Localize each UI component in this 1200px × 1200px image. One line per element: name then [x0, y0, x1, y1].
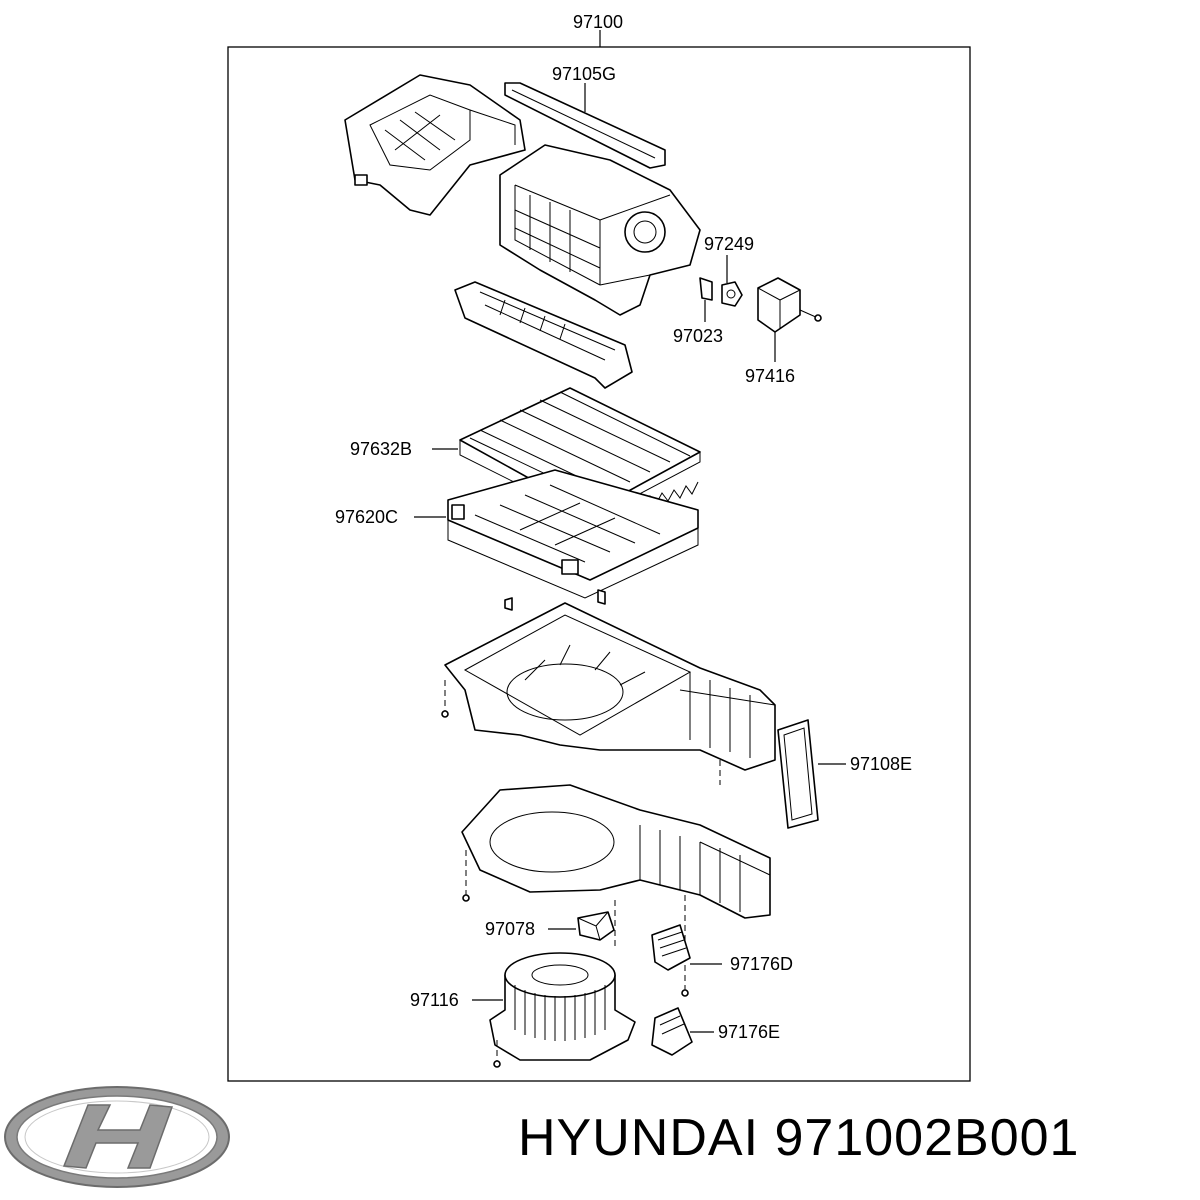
- actuator-part: [757, 277, 822, 333]
- seal-part: [777, 719, 819, 829]
- lever-label: 97023: [673, 326, 723, 346]
- blower-motor-part: [489, 952, 636, 1068]
- brand-name: HYUNDAI: [518, 1109, 760, 1167]
- lever-part: [699, 277, 713, 301]
- resistor-d-part: [651, 924, 691, 971]
- door-link-label: 97249: [704, 234, 754, 254]
- clip-left: [504, 597, 513, 611]
- resistor-d-label: 97176D: [730, 954, 793, 974]
- diagram-frame: [227, 46, 971, 1082]
- intake-housing: [344, 74, 526, 216]
- upper-blower-case: [441, 602, 776, 785]
- resistor-e-part: [651, 1007, 693, 1056]
- hyundai-logo: [4, 1086, 230, 1188]
- resistor-e-label: 97176E: [718, 1022, 780, 1042]
- seal-label: 97108E: [850, 754, 912, 774]
- filter-label: 97632B: [350, 439, 412, 459]
- actuator-label: 97416: [745, 366, 795, 386]
- part-number: 971002B001: [774, 1109, 1080, 1167]
- door-link-part: [721, 281, 743, 307]
- top-cover-label: 97105G: [552, 64, 616, 84]
- filter-case-label: 97620C: [335, 507, 398, 527]
- resistor-part: [577, 911, 615, 941]
- case-lower-frame: [454, 281, 633, 389]
- assembly-label: 97100: [573, 12, 623, 32]
- top-cover-part: [504, 82, 666, 169]
- main-case: [499, 144, 701, 316]
- resistor-label: 97078: [485, 919, 535, 939]
- brand-part-number: HYUNDAI 971002B001: [518, 1108, 1079, 1168]
- lower-blower-case: [461, 784, 771, 997]
- blower-motor-label: 97116: [410, 990, 459, 1010]
- clip-right: [597, 589, 606, 605]
- filter-case-part: [447, 469, 699, 599]
